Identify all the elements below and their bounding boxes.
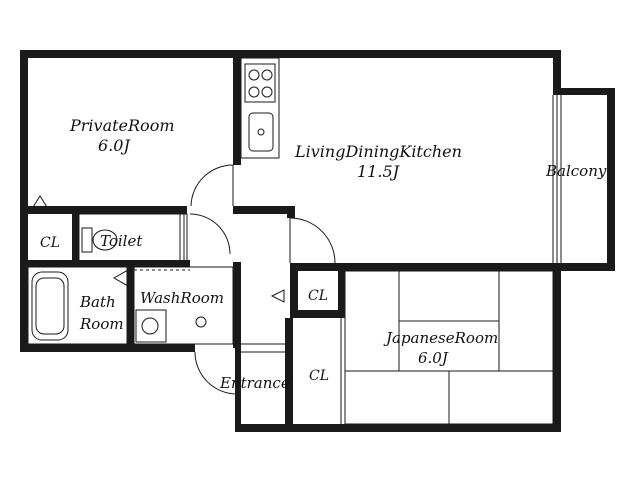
closet-details: [28, 195, 285, 303]
closet-hall-label: CL: [308, 288, 328, 304]
closet-japanese-label: CL: [309, 368, 329, 384]
toilet-fixture: [78, 213, 188, 262]
kitchen-fixtures: [240, 57, 280, 159]
private-room-name: PrivateRoom: [69, 116, 175, 135]
ldk-name: LivingDiningKitchen: [294, 142, 462, 161]
ldk-size: 11.5J: [357, 162, 401, 181]
bath-label-line1: Bath: [79, 293, 116, 311]
private-room-size: 6.0J: [98, 136, 131, 155]
balcony-window: [552, 95, 562, 263]
japanese-room-size: 6.0J: [418, 349, 449, 367]
balcony-label: Balcony: [545, 162, 607, 180]
toilet-door: [189, 213, 231, 255]
toilet-label: Toilet: [100, 232, 143, 250]
ldk-door: [289, 217, 336, 264]
private-room-door: [190, 164, 234, 207]
entrance-detail: [194, 343, 287, 395]
bathtub: [27, 266, 128, 345]
tatami-mats: [340, 265, 558, 425]
washroom-fixtures: [112, 266, 234, 345]
japanese-room-name: JapaneseRoom: [383, 329, 498, 347]
closet-private-label: CL: [40, 235, 60, 251]
bath-label-line2: Room: [79, 315, 124, 333]
washroom-label: WashRoom: [140, 289, 224, 307]
entrance-label: Entrance: [219, 374, 290, 392]
